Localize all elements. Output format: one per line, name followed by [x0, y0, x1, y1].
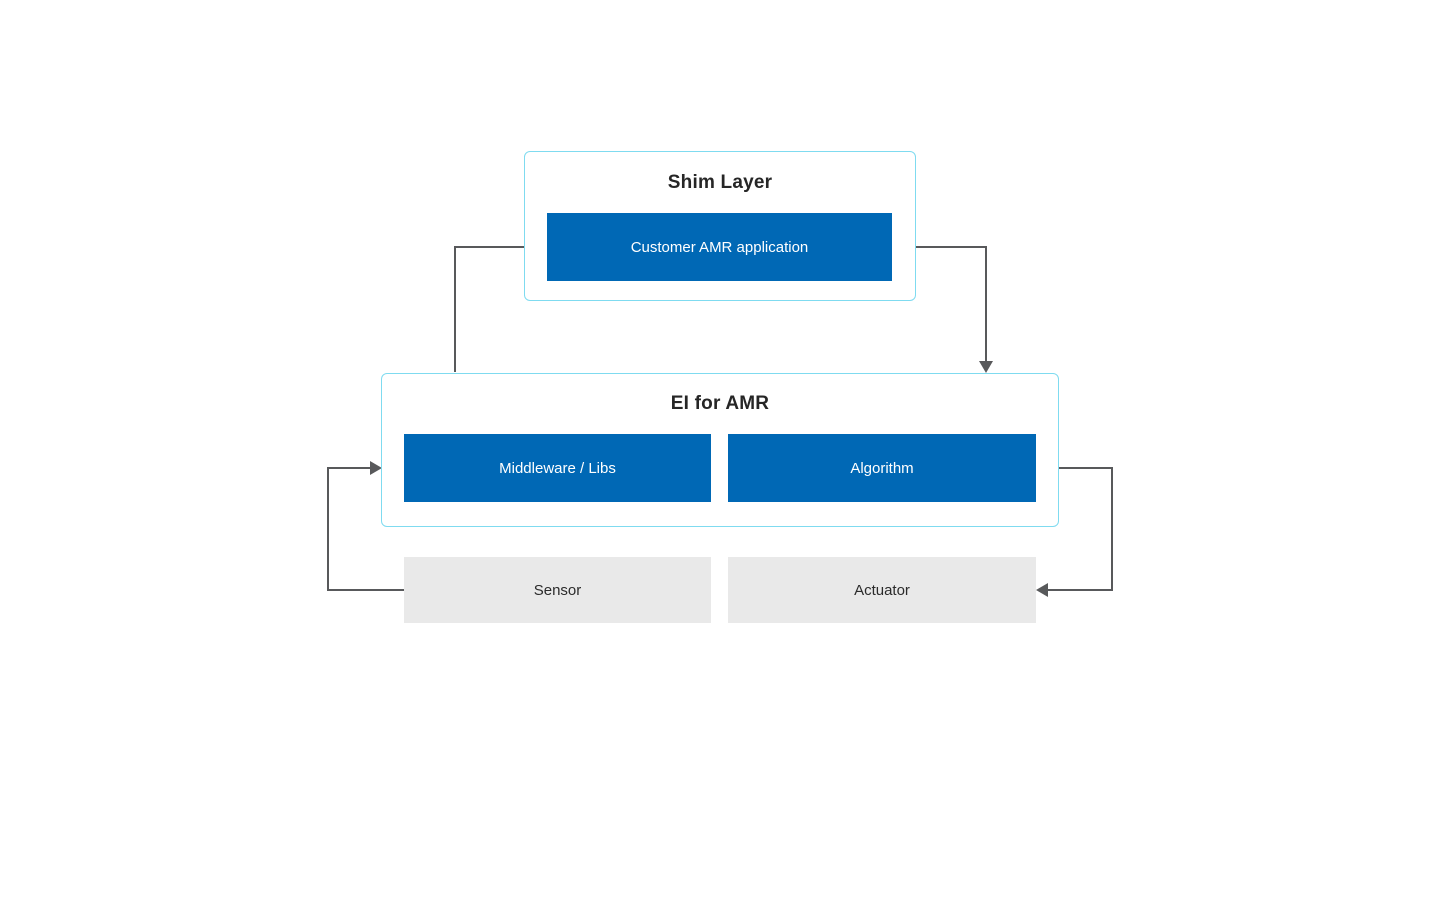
- customer-amr-application-label: Customer AMR application: [630, 238, 809, 256]
- arrowhead-left-into-actuator: [1036, 583, 1048, 597]
- sensor-label: Sensor: [533, 581, 582, 599]
- ei-for-amr-title: EI for AMR: [670, 393, 770, 414]
- sensor-box: Sensor: [404, 557, 711, 623]
- actuator-label: Actuator: [854, 581, 910, 599]
- actuator-box: Actuator: [728, 557, 1036, 623]
- customer-amr-application-box: Customer AMR application: [547, 213, 892, 281]
- middleware-libs-box: Middleware / Libs: [404, 434, 711, 502]
- algorithm-label: Algorithm: [850, 459, 914, 477]
- middleware-libs-label: Middleware / Libs: [499, 459, 616, 477]
- algorithm-box: Algorithm: [728, 434, 1036, 502]
- arrowhead-down-into-ei: [979, 361, 993, 373]
- shim-layer-title: Shim Layer: [667, 172, 773, 193]
